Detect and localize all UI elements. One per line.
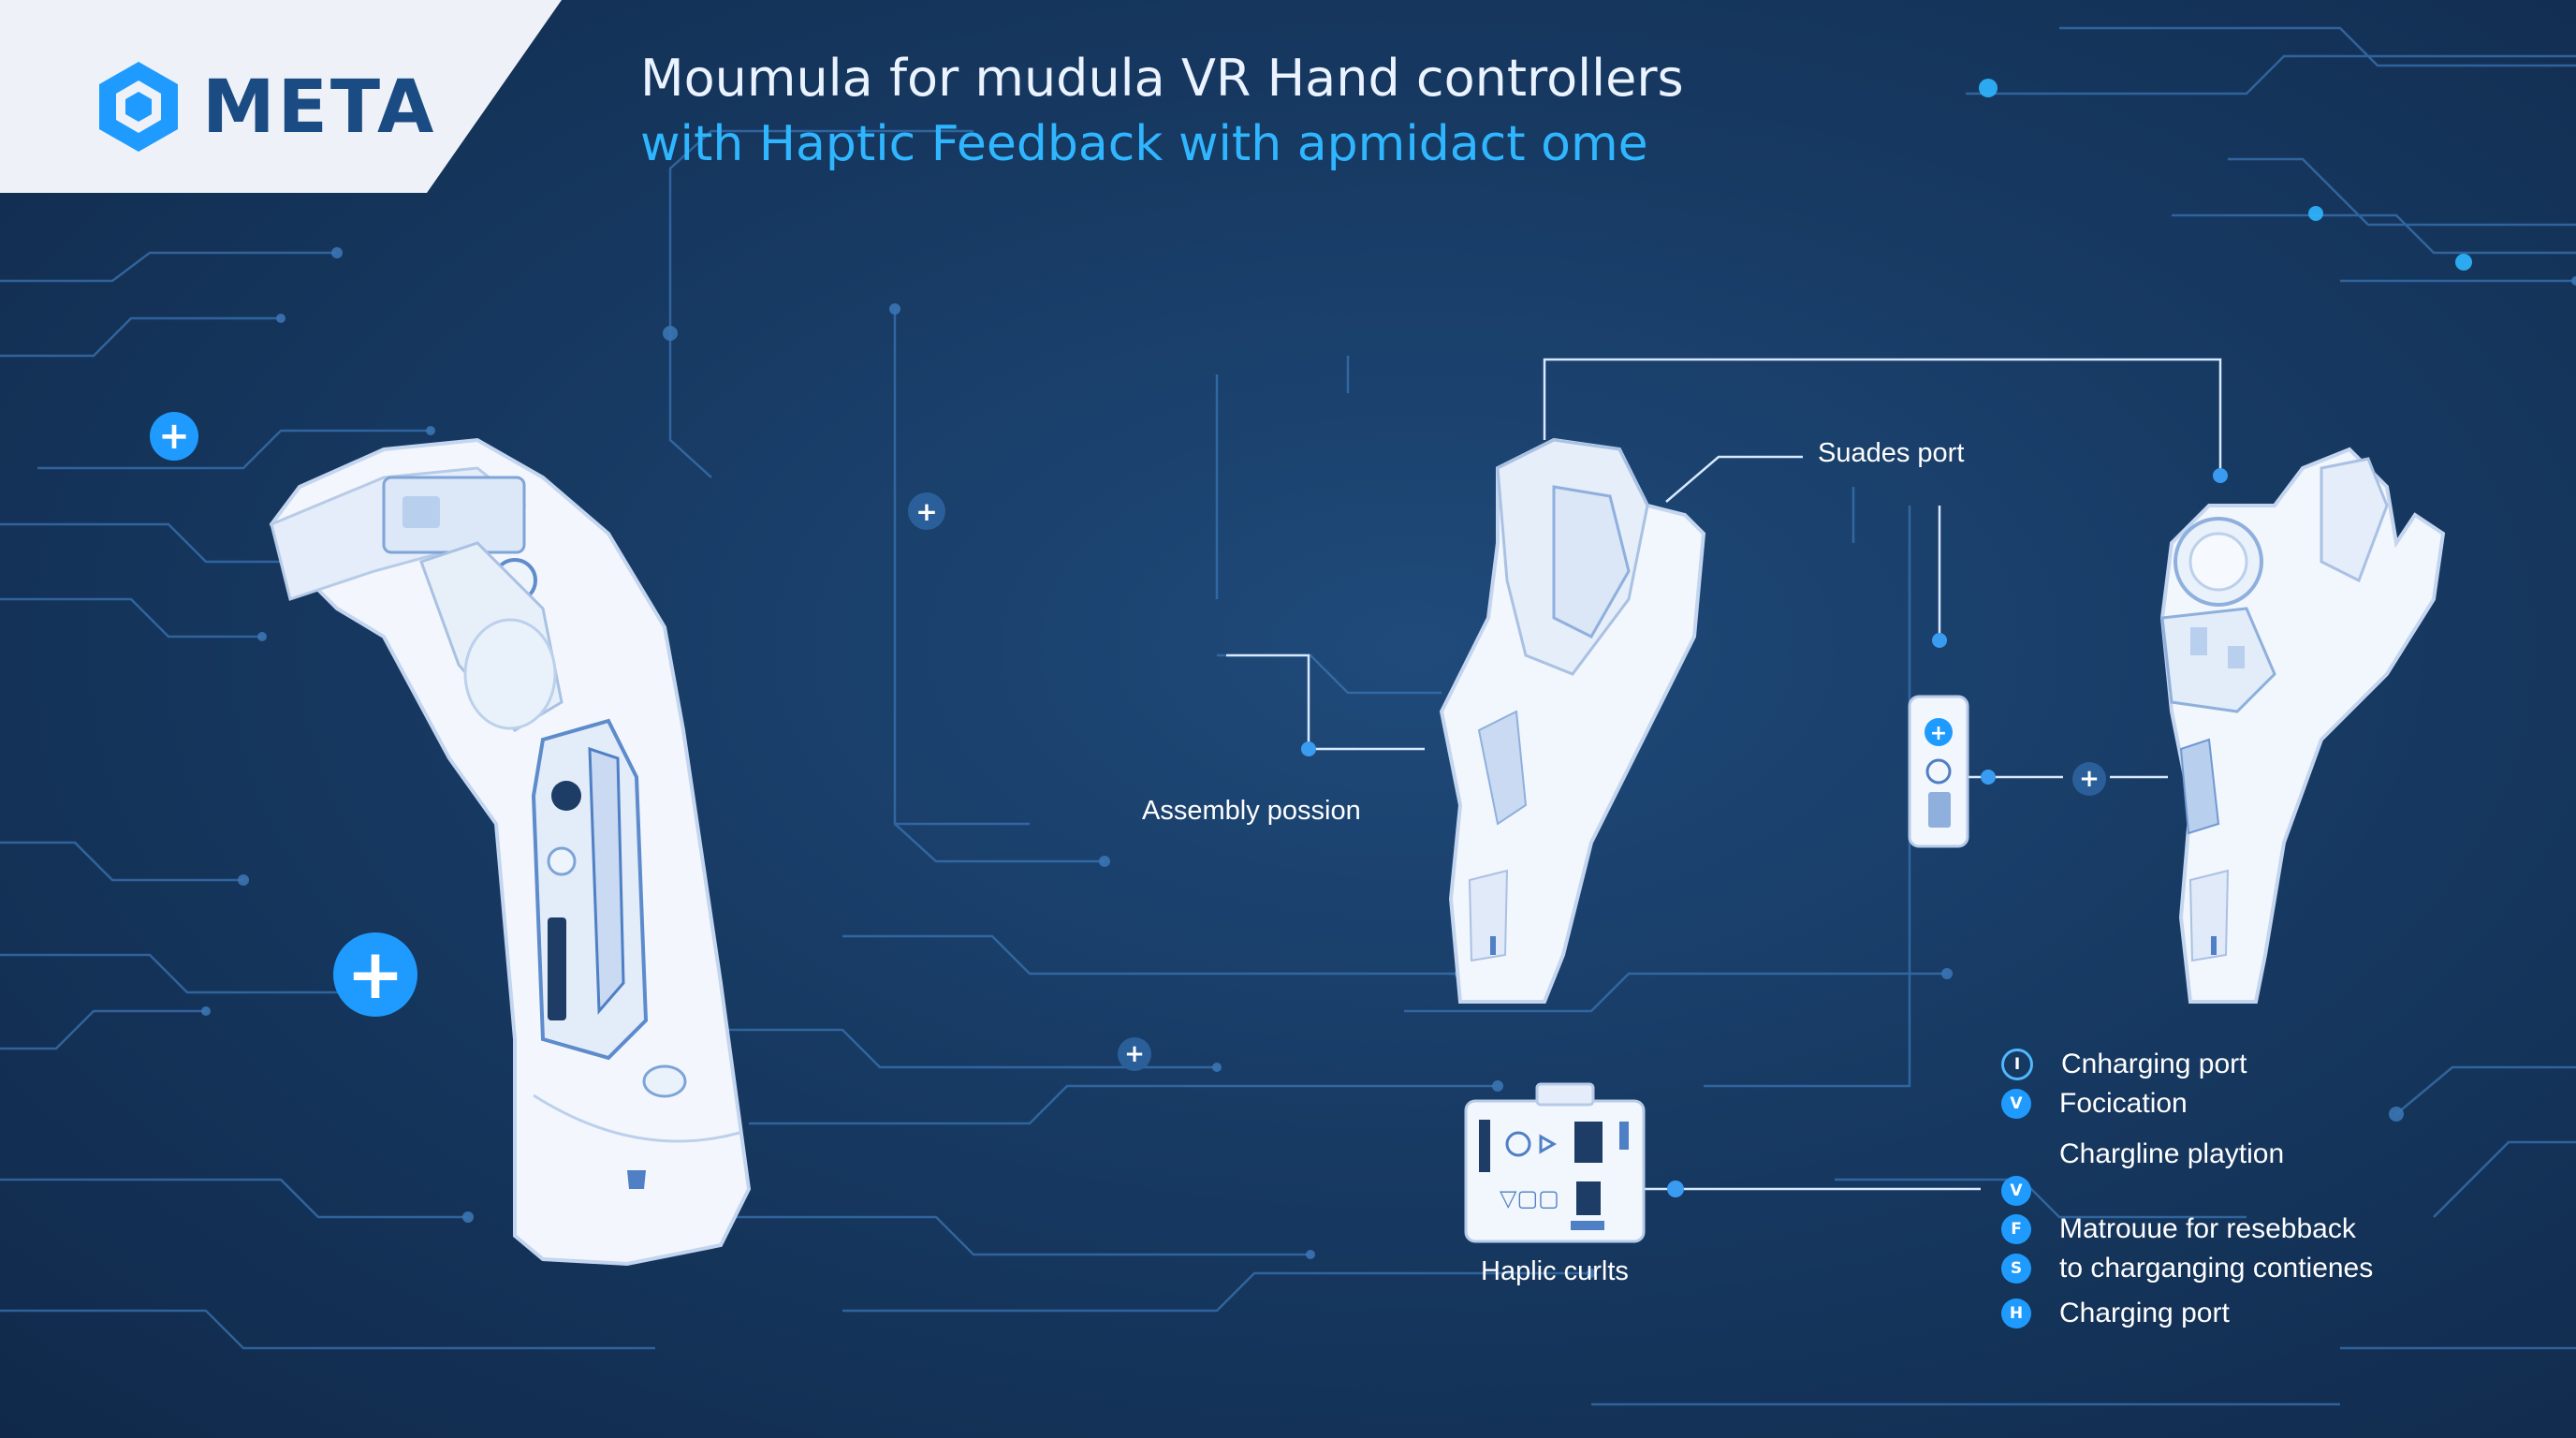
legend-item: I Cnharging port: [2001, 1049, 2247, 1080]
vr-controller-main[interactable]: [234, 421, 758, 1273]
legend-item: V Focication: [2001, 1088, 2188, 1120]
legend-item: H Charging port: [2001, 1298, 2230, 1329]
legend-text: Chargline playtion: [2059, 1138, 2285, 1169]
legend-item: F Matrouue for resebback: [2001, 1213, 2356, 1245]
legend-text: Cnharging port: [2061, 1049, 2247, 1079]
legend-badge: H: [2001, 1299, 2031, 1328]
legend-item: Chargline playtion: [2059, 1138, 2284, 1170]
label-haptic-curits: Haplic curlts: [1481, 1256, 1629, 1286]
vr-controller-side-view[interactable]: [1423, 431, 1722, 1011]
plus-marker-lower[interactable]: +: [1118, 1037, 1151, 1071]
plus-marker-mid[interactable]: +: [908, 492, 945, 530]
legend-text: Matrouue for resebback: [2059, 1213, 2356, 1244]
haptic-circuit-board[interactable]: ▽▢▢: [1462, 1078, 1649, 1247]
plus-marker-small[interactable]: +: [150, 412, 198, 461]
legend-item: S to charganging contienes: [2001, 1253, 2373, 1284]
label-suades-port: Suades port: [1818, 438, 1965, 468]
hexagon-logo-icon: [99, 62, 178, 152]
plus-marker-large[interactable]: +: [333, 932, 417, 1017]
legend-badge: F: [2001, 1214, 2031, 1244]
legend-badge: V: [2001, 1089, 2031, 1119]
vr-controller-front-view[interactable]: [2134, 431, 2452, 1011]
haptic-module-remote[interactable]: +: [1906, 693, 1971, 852]
legend-badge: I: [2001, 1049, 2033, 1080]
legend-text: Focication: [2059, 1088, 2188, 1119]
legend-badge: S: [2001, 1254, 2031, 1284]
plus-marker-right[interactable]: +: [2072, 762, 2106, 796]
legend-item: V: [2001, 1176, 2059, 1206]
title-line-1: Moumula for mudula VR Hand controllers: [640, 49, 1684, 108]
legend-badge: V: [2001, 1176, 2031, 1206]
legend-text: to charganging contienes: [2059, 1253, 2374, 1284]
brand-name: META: [202, 66, 437, 150]
svg-text:+: +: [1930, 722, 1947, 745]
svg-text:▽▢▢: ▽▢▢: [1500, 1185, 1559, 1211]
label-assembly-position: Assembly possion: [1142, 796, 1361, 826]
legend-text: Charging port: [2059, 1298, 2230, 1328]
title-line-2: with Haptic Feedback with apmidact ome: [640, 116, 1648, 172]
